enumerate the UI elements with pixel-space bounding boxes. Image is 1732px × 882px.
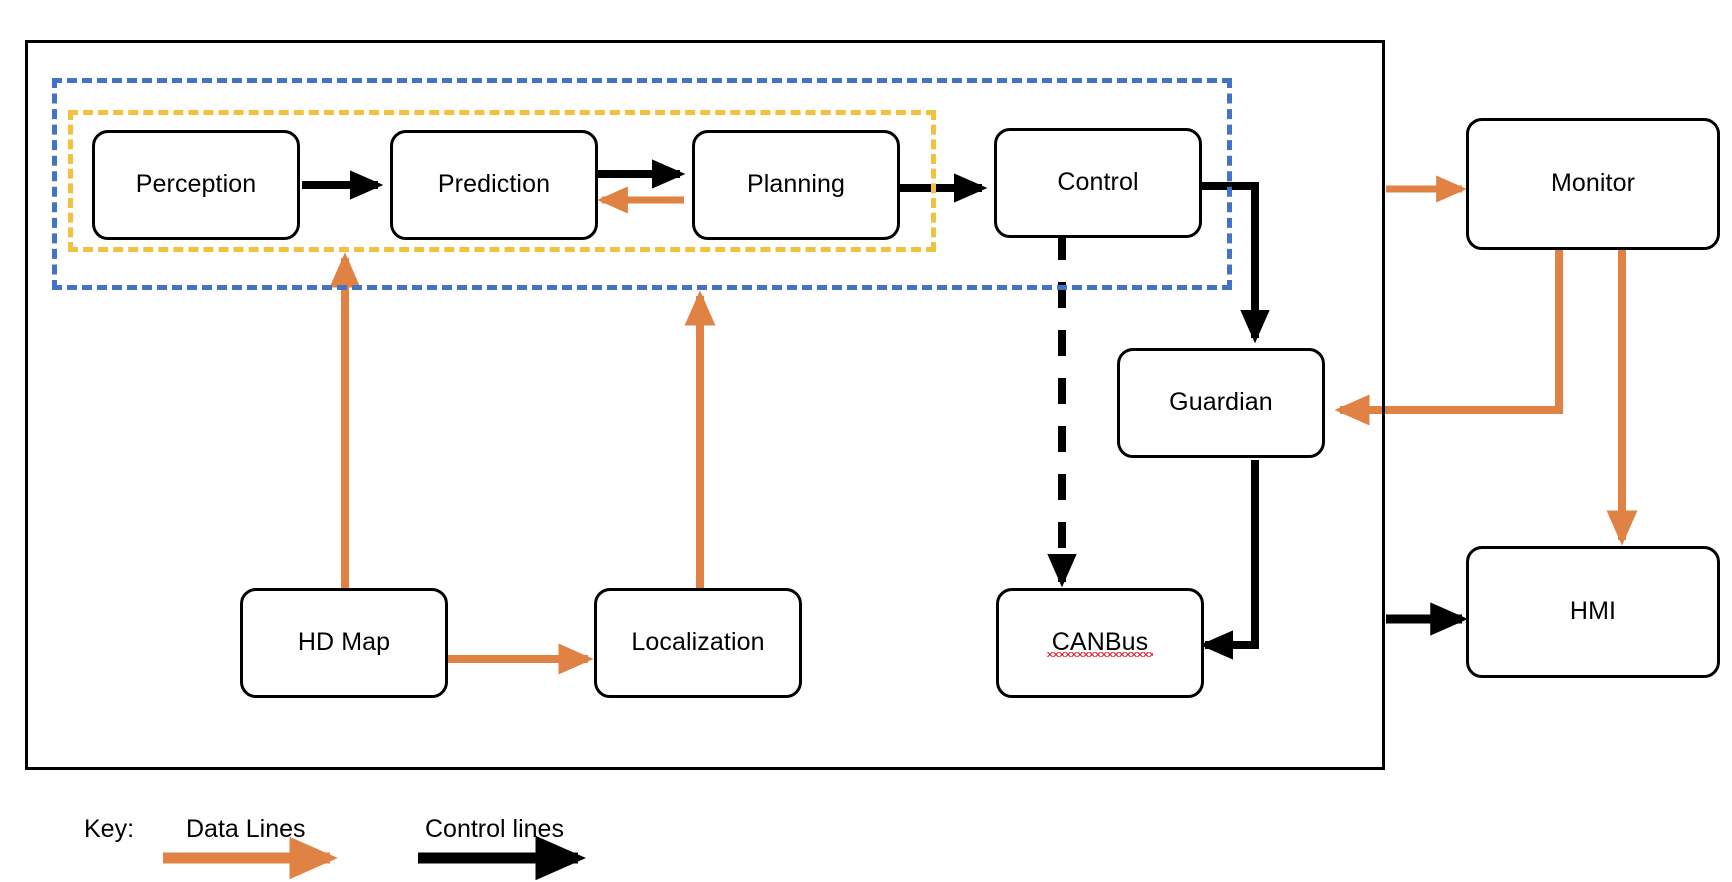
yellow-dashed-group bbox=[68, 110, 936, 252]
spellcheck-underline bbox=[1047, 652, 1153, 657]
edge-guardian-to-canbus bbox=[1199, 460, 1259, 660]
node-monitor[interactable]: Monitor bbox=[1466, 118, 1720, 250]
edge-monitor-to-guardian bbox=[1334, 248, 1563, 426]
node-prediction-label: Prediction bbox=[437, 170, 551, 199]
node-guardian[interactable]: Guardian bbox=[1117, 348, 1325, 458]
node-hd-map[interactable]: HD Map bbox=[240, 588, 448, 698]
node-prediction[interactable]: Prediction bbox=[390, 130, 598, 240]
node-control-label: Control bbox=[1057, 168, 1139, 197]
node-hmi-label: HMI bbox=[1569, 597, 1617, 626]
node-hd-map-label: HD Map bbox=[297, 628, 391, 657]
node-control[interactable]: Control bbox=[994, 128, 1202, 238]
blue-dashed-group bbox=[52, 78, 1232, 290]
node-monitor-label: Monitor bbox=[1550, 169, 1636, 198]
key-title: Key: bbox=[84, 815, 135, 843]
node-planning-label: Planning bbox=[746, 170, 846, 199]
node-canbus[interactable]: CANBus bbox=[996, 588, 1204, 698]
key-item-data-lines-label: Data Lines bbox=[186, 815, 306, 843]
node-perception[interactable]: Perception bbox=[92, 130, 300, 240]
node-guardian-label: Guardian bbox=[1169, 388, 1273, 417]
node-localization-label: Localization bbox=[631, 628, 765, 657]
node-localization[interactable]: Localization bbox=[594, 588, 802, 698]
node-planning[interactable]: Planning bbox=[692, 130, 900, 240]
edge-control-to-guardian bbox=[1198, 182, 1270, 344]
node-hmi[interactable]: HMI bbox=[1466, 546, 1720, 678]
node-canbus-label: CANBus bbox=[1051, 628, 1149, 657]
key-item-control-lines-label: Control lines bbox=[425, 815, 564, 843]
outer-system-boundary bbox=[25, 40, 1385, 770]
node-perception-label: Perception bbox=[135, 170, 257, 199]
